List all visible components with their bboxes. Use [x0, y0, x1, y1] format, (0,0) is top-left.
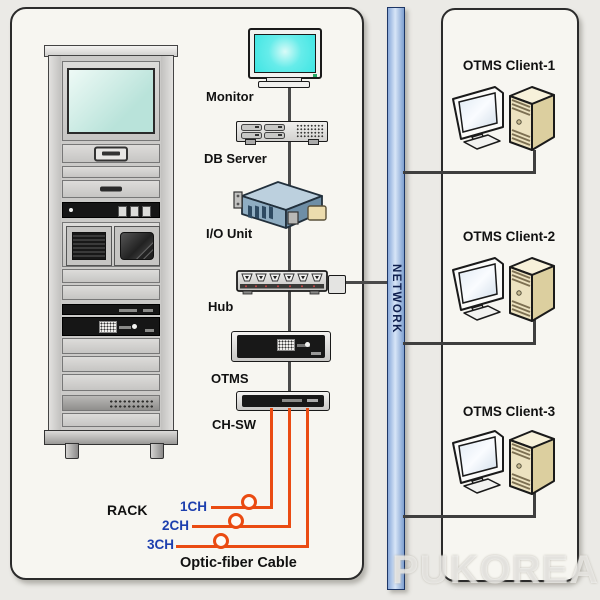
client-2-connector-h [403, 342, 536, 345]
rack-illustration [44, 45, 178, 459]
channel-2-label: 2CH [161, 518, 189, 533]
ch-sw-icon [236, 391, 330, 411]
network-bar-label: NETWORK [390, 263, 402, 334]
db-server-label: DB Server [204, 151, 267, 166]
rack-rail-right [161, 56, 173, 432]
screen-module [114, 226, 160, 266]
rack-blank-panel [62, 285, 160, 300]
client-2-icon [450, 255, 562, 325]
client-3-connector-h [403, 515, 536, 518]
rack-rail-left [49, 56, 61, 432]
io-unit-label: I/O Unit [206, 226, 253, 241]
rack-device-strip [62, 304, 160, 315]
rack-slot-panel [62, 180, 160, 198]
drawer-handle [94, 146, 128, 161]
db-server-icon [236, 121, 328, 145]
monitor-label: Monitor [206, 89, 254, 104]
otms-label: OTMS [211, 371, 249, 386]
rack-vent-strip [62, 395, 160, 411]
client-2-label: OTMS Client-2 [462, 229, 556, 244]
client-1-connector-h [403, 171, 536, 174]
client-3-label: OTMS Client-3 [462, 404, 556, 419]
rack-thin-panel [62, 166, 160, 178]
client-3-icon [450, 428, 562, 498]
hub-label: Hub [208, 299, 234, 314]
monitor-stand-base [258, 81, 310, 88]
rack-blank-panel [62, 356, 160, 372]
rack-control-strip [62, 202, 160, 218]
fiber-cable-1-vertical [270, 408, 273, 509]
fiber-cable-1-horizontal [211, 506, 273, 509]
otms-icon [231, 331, 331, 362]
fiber-loop-1 [241, 494, 257, 510]
io-unit-icon [233, 181, 327, 229]
client-1-connector-v [533, 150, 536, 174]
monitor-icon [248, 28, 322, 79]
optic-fiber-cable-label: Optic-fiber Cable [180, 555, 297, 571]
fiber-loop-2 [228, 513, 244, 529]
client-3-connector-v [533, 493, 536, 518]
channel-1-label: 1CH [179, 499, 207, 514]
slot-bar [100, 186, 122, 192]
channel-3-label: 3CH [146, 537, 174, 552]
rack-module-panel [62, 222, 160, 267]
rack-blank-panel [62, 374, 160, 391]
client-1-label: OTMS Client-1 [462, 58, 556, 73]
ch-sw-label: CH-SW [212, 417, 257, 432]
fiber-cable-3-horizontal [176, 545, 309, 548]
rack-base [44, 430, 178, 445]
client-2-connector-v [533, 320, 536, 345]
rack-label: RACK [107, 502, 148, 518]
rack-blank-panel [62, 338, 160, 354]
network-bar: NETWORK [387, 7, 405, 590]
rack-drawer-panel [62, 144, 160, 163]
fiber-loop-3 [213, 533, 229, 549]
rack-foot-right [150, 443, 164, 459]
rack-monitor-panel [62, 61, 160, 141]
rack-blank-panel [62, 269, 160, 283]
fiber-cable-2-vertical [288, 408, 291, 528]
hub-uplink-box [328, 275, 346, 294]
client-1-icon [450, 84, 562, 154]
vent-module [66, 226, 112, 266]
device-chain-line [288, 84, 291, 395]
rack-otms-unit [62, 317, 160, 336]
server-vent-dots [296, 124, 324, 138]
rack-foot-left [65, 443, 79, 459]
rack-monitor-screen [67, 68, 155, 134]
fiber-cable-3-vertical [306, 408, 309, 548]
vent-holes [109, 399, 155, 409]
rack-blank-panel [62, 413, 160, 427]
hub-icon [236, 270, 328, 295]
rack-body [48, 55, 174, 433]
hub-network-line [344, 281, 387, 284]
